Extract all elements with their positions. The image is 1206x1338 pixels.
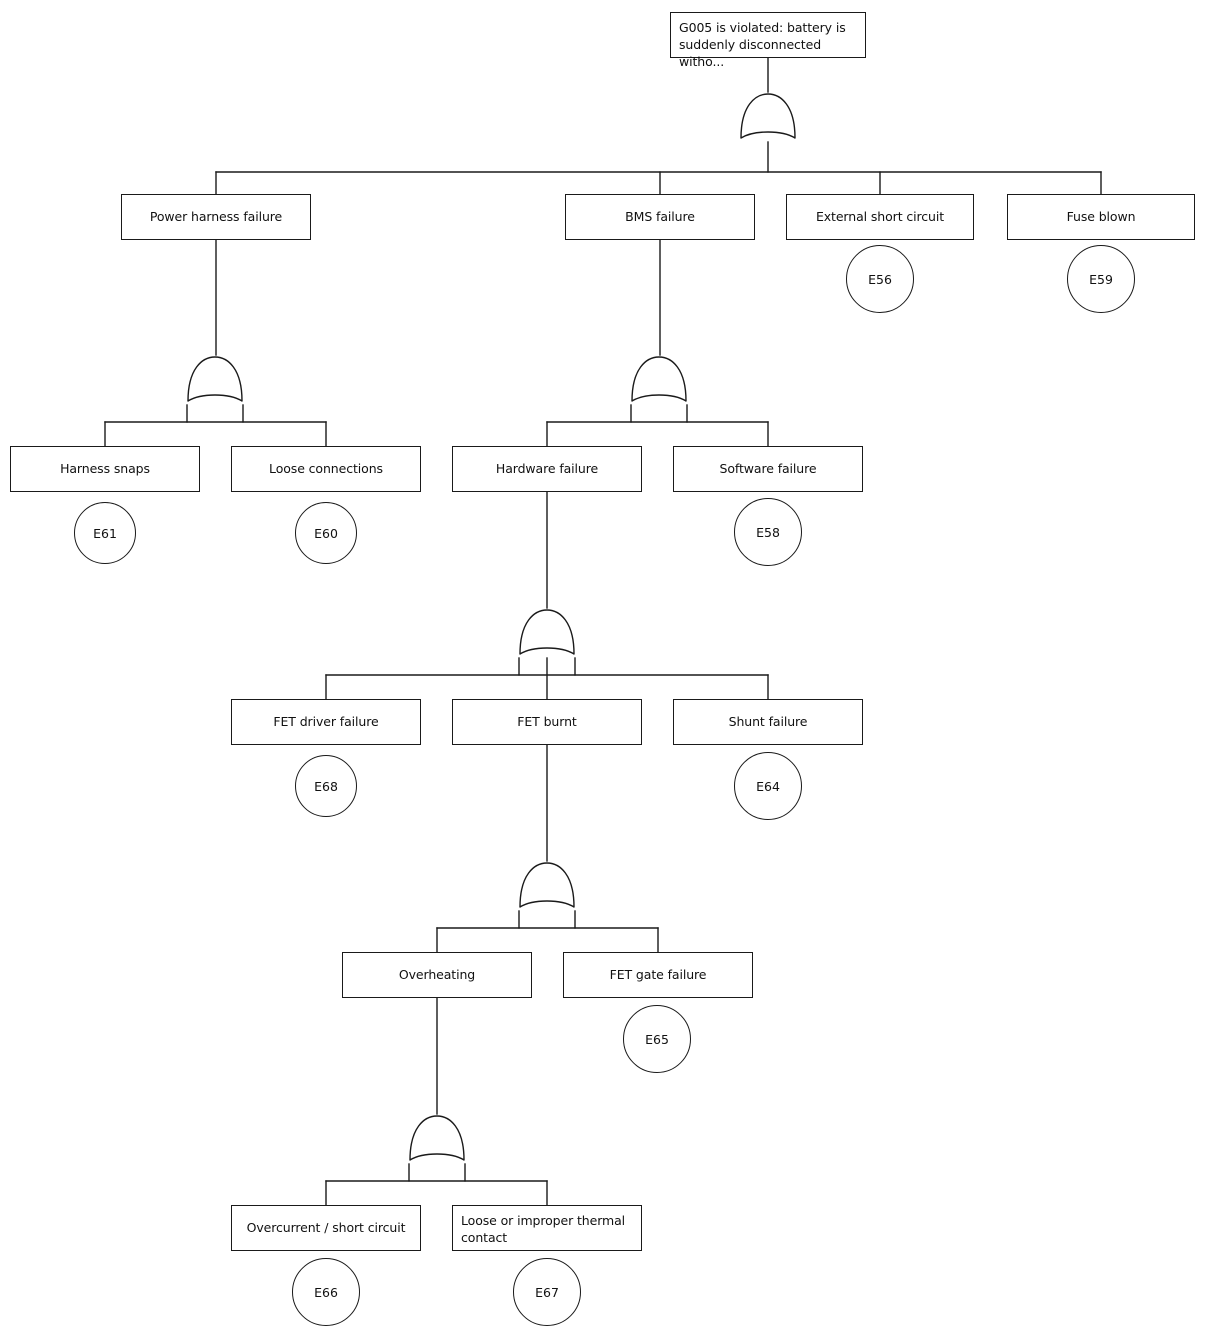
- basic-event-e59[interactable]: E59: [1067, 245, 1135, 313]
- node-overcurrent-short-circuit[interactable]: Overcurrent / short circuit: [231, 1205, 421, 1251]
- basic-event-e66[interactable]: E66: [292, 1258, 360, 1326]
- or-gate-overheating: [408, 1114, 466, 1166]
- basic-event-e65[interactable]: E65: [623, 1005, 691, 1073]
- node-shunt-failure[interactable]: Shunt failure: [673, 699, 863, 745]
- or-gate-power-harness: [186, 355, 244, 407]
- basic-event-e67[interactable]: E67: [513, 1258, 581, 1326]
- or-gate-top-event: [739, 92, 797, 144]
- or-gate-fet-burnt: [518, 861, 576, 913]
- basic-event-e60[interactable]: E60: [295, 502, 357, 564]
- basic-event-e64[interactable]: E64: [734, 752, 802, 820]
- node-fet-gate-failure[interactable]: FET gate failure: [563, 952, 753, 998]
- node-bms-failure[interactable]: BMS failure: [565, 194, 755, 240]
- node-fet-driver-failure[interactable]: FET driver failure: [231, 699, 421, 745]
- node-loose-thermal-contact[interactable]: Loose or improper thermal contact: [452, 1205, 642, 1251]
- node-hardware-failure[interactable]: Hardware failure: [452, 446, 642, 492]
- or-gate-hardware: [518, 608, 576, 660]
- or-gate-bms: [630, 355, 688, 407]
- node-loose-connections[interactable]: Loose connections: [231, 446, 421, 492]
- node-power-harness-failure[interactable]: Power harness failure: [121, 194, 311, 240]
- node-fet-burnt[interactable]: FET burnt: [452, 699, 642, 745]
- top-event-box[interactable]: G005 is violated: battery is suddenly di…: [670, 12, 866, 69]
- node-fuse-blown[interactable]: Fuse blown: [1007, 194, 1195, 240]
- node-software-failure[interactable]: Software failure: [673, 446, 863, 492]
- basic-event-e56[interactable]: E56: [846, 245, 914, 313]
- node-external-short-circuit[interactable]: External short circuit: [786, 194, 974, 240]
- node-harness-snaps[interactable]: Harness snaps: [10, 446, 200, 492]
- node-overheating[interactable]: Overheating: [342, 952, 532, 998]
- basic-event-e61[interactable]: E61: [74, 502, 136, 564]
- basic-event-e58[interactable]: E58: [734, 498, 802, 566]
- basic-event-e68[interactable]: E68: [295, 755, 357, 817]
